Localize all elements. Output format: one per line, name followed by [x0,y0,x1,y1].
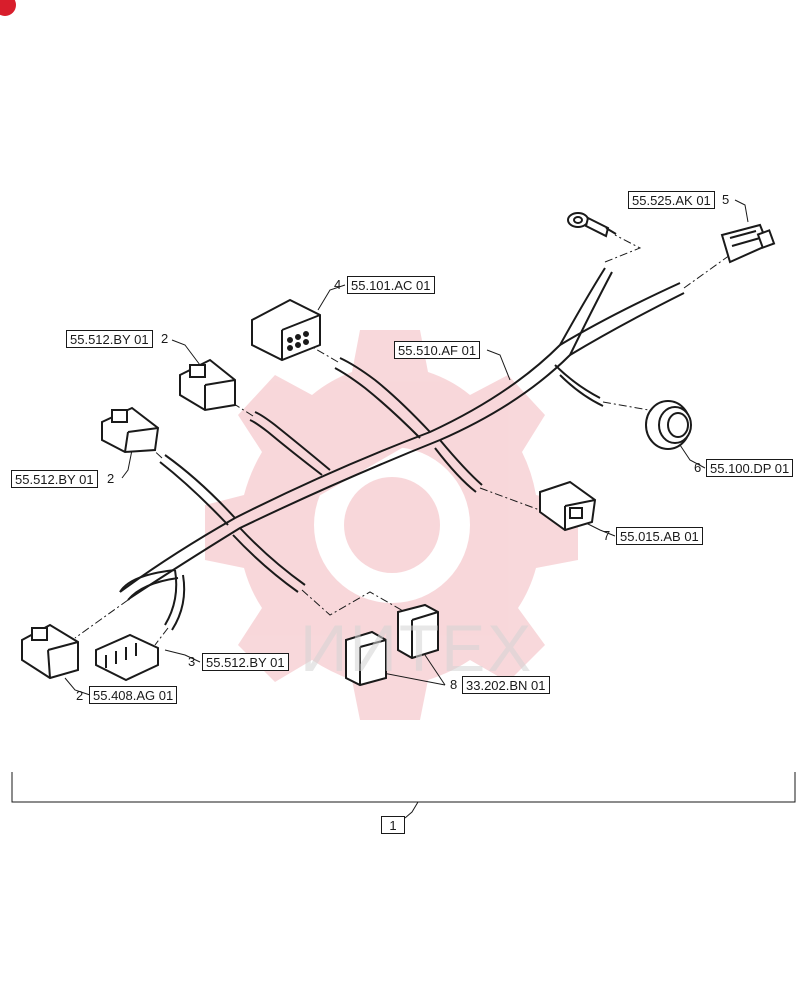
item-number-2-b: 2 [107,471,115,486]
callout-33-202-bn[interactable]: 33.202.BN 01 [462,676,550,694]
connector-4 [251,298,321,362]
item-number-2-a: 2 [161,331,169,346]
callout-55-100-dp[interactable]: 55.100.DP 01 [706,459,794,477]
item-number-2-c: 2 [76,688,84,703]
connector-6 [645,400,692,450]
callout-assembly-1[interactable]: 1 [381,816,405,834]
connector-2-upper [179,358,236,412]
item-number-4: 4 [334,277,342,292]
connector-7 [539,480,597,532]
item-number-5: 5 [722,192,730,207]
harness-wires [119,267,685,631]
connector-3 [95,633,159,682]
callout-55-525-ak[interactable]: 55.525.AK 01 [628,191,715,209]
connector-2-lower [21,623,79,680]
item-number-3: 3 [188,654,196,669]
connectors [21,212,776,687]
callout-55-512-by-c[interactable]: 55.512.BY 01 [202,653,289,671]
connector-5 [720,223,776,264]
item-number-7: 7 [603,528,611,543]
callout-55-101-ac[interactable]: 55.101.AC 01 [347,276,435,294]
relay-blocks-8 [345,603,439,687]
callout-55-408-ag[interactable]: 55.408.AG 01 [89,686,178,704]
item-number-6: 6 [694,460,702,475]
watermark-text: ИИТЕХ [300,611,534,685]
item-number-8: 8 [450,677,458,692]
connector-2-mid [101,406,160,454]
callout-leaders [11,199,796,819]
watermark-gear-logo [205,330,578,720]
brand-badge [0,0,16,16]
callout-55-015-ab[interactable]: 55.015.AB 01 [616,527,703,545]
callout-55-510-af[interactable]: 55.510.AF 01 [394,341,481,359]
callout-55-512-by-b[interactable]: 55.512.BY 01 [11,470,98,488]
ring-terminal [567,212,617,238]
callout-55-512-by-a[interactable]: 55.512.BY 01 [66,330,153,348]
